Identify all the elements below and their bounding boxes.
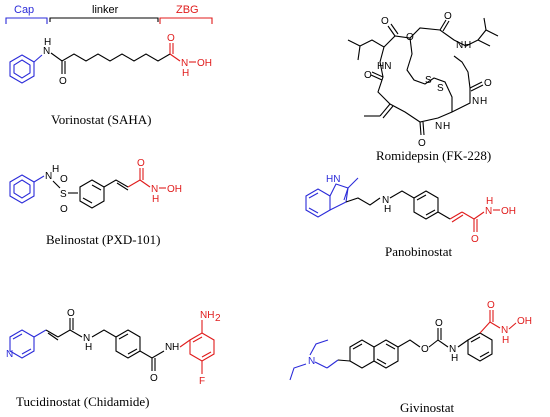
givinostat-carbamate-o: O	[435, 318, 443, 329]
cap-label: Cap	[14, 4, 34, 16]
romidepsin-nh-bottom: N	[435, 121, 442, 132]
vorinostat-amide-o: O	[59, 76, 67, 87]
vorinostat-nh-atom: N	[43, 46, 50, 57]
vorinostat-caption: Vorinostat (SAHA)	[51, 112, 152, 127]
belinostat-nh-h: H	[52, 164, 59, 175]
givinostat-ester-o: O	[421, 344, 429, 355]
givinostat-structure: N O O N H O N H OH Givinostat	[289, 300, 532, 415]
tucidinostat-amide1-h: H	[85, 342, 92, 353]
pharmacophore-header: Cap linker ZBG	[5, 4, 213, 24]
givinostat-caption: Givinostat	[400, 400, 455, 415]
romidepsin-structure: O O O O O O N H HN N H N H S S Romidepsi…	[347, 11, 499, 163]
tucidinostat-amide2-h: H	[172, 342, 179, 353]
panobinostat-zbg-o: O	[471, 234, 479, 245]
tucidinostat-structure: N O N H O N H NH 2 F Tucidinostat (Chida…	[6, 308, 221, 409]
belinostat-zbg-o: O	[137, 158, 145, 169]
belinostat-so-bottom: O	[60, 204, 68, 215]
panobinostat-zbg-n: N	[485, 206, 492, 217]
romidepsin-s1: S	[425, 75, 432, 86]
tucidinostat-nh2-sub: 2	[215, 313, 221, 324]
tucidinostat-amide1-o: O	[67, 308, 75, 319]
givinostat-amine-n: N	[308, 356, 315, 367]
panobinostat-amine-h: H	[384, 204, 391, 215]
panobinostat-indole-nh: HN	[326, 174, 340, 185]
belinostat-caption: Belinostat (PXD-101)	[46, 232, 160, 247]
vorinostat-zbg-o: O	[167, 33, 175, 44]
romidepsin-nh-right: N	[472, 96, 479, 107]
panobinostat-zbg-nh-h: H	[486, 196, 493, 207]
givinostat-zbg-o: O	[487, 300, 495, 311]
tucidinostat-caption: Tucidinostat (Chidamide)	[16, 394, 150, 409]
belinostat-s-atom: S	[60, 189, 67, 200]
belinostat-structure: N H S O O O N H OH Belinostat (PXD-101)	[9, 158, 182, 247]
vorinostat-structure: Cap linker ZBG N H O O N H OH Vorinostat…	[5, 4, 213, 127]
romidepsin-nh-bottom-h: H	[443, 121, 450, 132]
panobinostat-structure: HN N H O N H OH Panobinostat	[305, 174, 516, 259]
belinostat-zbg-oh: OH	[167, 184, 182, 195]
romidepsin-s2: S	[437, 83, 444, 94]
linker-label: linker	[92, 4, 119, 16]
vorinostat-zbg-nh-h: H	[182, 68, 189, 79]
romidepsin-caption: Romidepsin (FK-228)	[376, 148, 491, 163]
romidepsin-ring-o: O	[406, 32, 414, 43]
belinostat-zbg-nh-h: H	[152, 194, 159, 205]
tucidinostat-fluoro: F	[199, 376, 205, 387]
belinostat-so-top: O	[60, 174, 68, 185]
romidepsin-nh-left: HN	[377, 61, 391, 72]
romidepsin-nh-top: N	[456, 40, 463, 51]
tucidinostat-nh2: NH	[200, 310, 214, 321]
romidepsin-left-o: O	[364, 70, 372, 81]
panobinostat-caption: Panobinostat	[385, 244, 453, 259]
tucidinostat-amide2-n: N	[165, 342, 172, 353]
tucidinostat-amide1-n: N	[83, 333, 90, 344]
givinostat-nh: N	[449, 344, 456, 355]
vorinostat-zbg-oh: OH	[197, 58, 212, 69]
romidepsin-right-o: O	[484, 78, 492, 89]
givinostat-zbg-nh-h: H	[502, 335, 509, 346]
panobinostat-amine-n: N	[382, 195, 389, 206]
zbg-label: ZBG	[176, 4, 199, 16]
romidepsin-bottom-o: O	[418, 138, 426, 149]
givinostat-nh-h: H	[451, 353, 458, 364]
tucidinostat-amide2-o: O	[150, 373, 158, 384]
belinostat-zbg-n: N	[151, 184, 158, 195]
romidepsin-nh-top-h: H	[464, 40, 471, 51]
givinostat-zbg-oh: OH	[517, 316, 532, 327]
vorinostat-nh-h: H	[44, 37, 51, 48]
romidepsin-ester-o: O	[381, 16, 389, 27]
vorinostat-zbg-n: N	[181, 58, 188, 69]
panobinostat-zbg-oh: OH	[501, 206, 516, 217]
romidepsin-top-o: O	[444, 11, 452, 22]
belinostat-nh-atom: N	[45, 171, 52, 182]
tucidinostat-pyridine-n: N	[6, 349, 13, 360]
givinostat-zbg-n: N	[501, 325, 508, 336]
romidepsin-nh-right-h: H	[480, 96, 487, 107]
